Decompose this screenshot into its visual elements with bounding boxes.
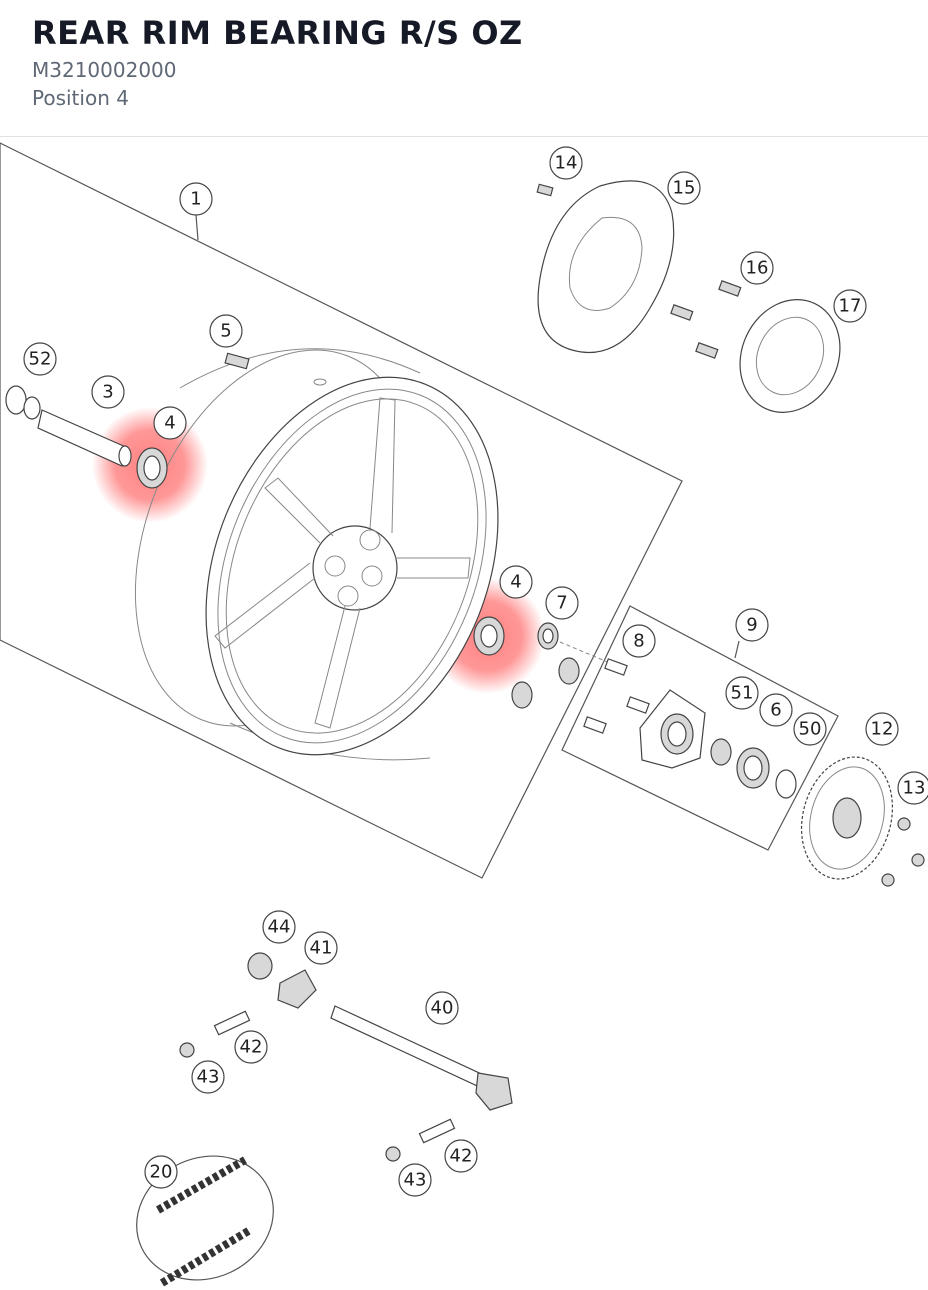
callout-16[interactable]: 16 [740,251,774,285]
svg-text:13: 13 [903,778,926,799]
callout-4-left[interactable]: 4 [153,406,187,440]
callout-6[interactable]: 6 [759,693,793,727]
svg-text:16: 16 [746,258,769,279]
brake-carrier-17 [739,299,841,413]
svg-text:12: 12 [871,719,894,740]
svg-text:15: 15 [673,178,696,199]
part-title: REAR RIM BEARING R/S OZ [32,14,523,52]
leader-lines [195,214,740,659]
exploded-parts-diagram: 1 3 4 4 5 6 7 8 9 12 13 14 15 16 17 20 4… [0,142,928,1287]
svg-text:43: 43 [197,1067,220,1088]
axle-40 [330,1005,513,1111]
callout-44[interactable]: 44 [262,910,296,944]
svg-text:6: 6 [770,700,781,721]
spacer-52 [5,385,41,420]
pin-42-left [213,1010,251,1036]
hub-group-frame [561,605,839,851]
callout-43-left[interactable]: 43 [191,1060,225,1094]
svg-text:43: 43 [404,1170,427,1191]
nuts-13 [881,817,925,887]
part-number: M3210002000 [32,58,177,82]
callout-8[interactable]: 8 [622,624,656,658]
svg-text:42: 42 [240,1037,263,1058]
sprocket-carrier-9 [639,689,706,769]
svg-text:44: 44 [268,917,291,938]
svg-text:42: 42 [450,1146,473,1167]
bearing-6 [710,738,797,799]
svg-text:51: 51 [731,683,754,704]
wheel-group-frame [0,142,683,879]
pin-42-right [418,1118,456,1144]
callout-43-right[interactable]: 43 [398,1163,432,1197]
callout-5[interactable]: 5 [209,314,243,348]
bolts-8 [583,658,650,734]
callout-7[interactable]: 7 [545,586,579,620]
callout-42-left[interactable]: 42 [234,1030,268,1064]
callout-3[interactable]: 3 [91,375,125,409]
callout-4-right[interactable]: 4 [499,565,533,599]
svg-text:4: 4 [510,572,521,593]
screw-14 [536,183,554,197]
callout-50[interactable]: 50 [793,712,827,746]
spacer-7 [511,622,611,709]
callout-42-right[interactable]: 42 [444,1139,478,1173]
svg-text:20: 20 [150,1162,173,1183]
svg-text:4: 4 [164,413,175,434]
callout-9[interactable]: 9 [735,608,769,642]
callout-12[interactable]: 12 [865,712,899,746]
svg-text:3: 3 [102,382,113,403]
svg-text:5: 5 [220,321,231,342]
callout-13[interactable]: 13 [897,771,928,805]
callout-41[interactable]: 41 [304,931,338,965]
svg-text:52: 52 [29,349,52,370]
header: REAR RIM BEARING R/S OZ M3210002000 Posi… [0,0,928,137]
svg-text:41: 41 [310,938,333,959]
brake-disc-15 [537,180,675,354]
screws-16 [670,280,742,359]
chain-adjuster-41 [277,969,317,1009]
nut-43-left [179,1042,195,1058]
rear-wheel-rim [134,348,499,761]
callout-51[interactable]: 51 [725,676,759,710]
chain-20 [136,1155,274,1287]
svg-text:7: 7 [556,593,567,614]
callout-14[interactable]: 14 [549,146,583,180]
svg-text:14: 14 [555,153,578,174]
bearing-4-left [136,447,168,489]
svg-text:9: 9 [746,615,757,636]
svg-text:50: 50 [799,719,822,740]
svg-text:17: 17 [839,296,862,317]
callout-20[interactable]: 20 [144,1155,178,1189]
axle-spacer-3 [37,409,132,467]
callout-52[interactable]: 52 [23,342,57,376]
callout-40[interactable]: 40 [425,991,459,1025]
callout-15[interactable]: 15 [667,171,701,205]
svg-text:8: 8 [633,631,644,652]
nut-43-right [385,1146,401,1162]
rear-sprocket-12 [800,756,894,880]
bearing-4-right [473,616,505,656]
svg-text:40: 40 [431,998,454,1019]
part-position: Position 4 [32,86,129,110]
callout-17[interactable]: 17 [833,289,867,323]
valve-5 [224,352,250,370]
callout-1[interactable]: 1 [179,182,213,216]
svg-text:1: 1 [190,189,201,210]
nut-44 [247,952,273,980]
